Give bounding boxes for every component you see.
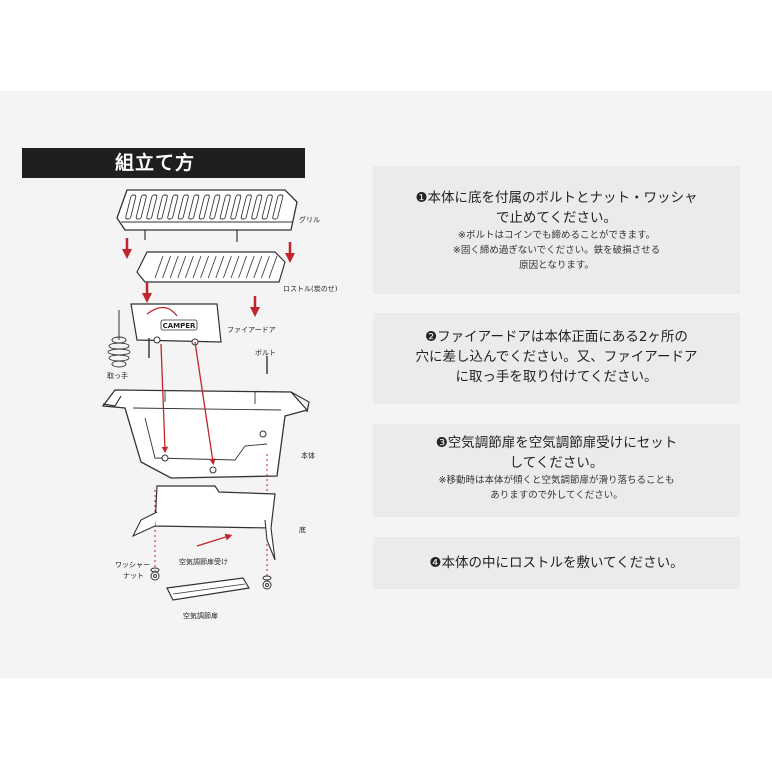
logo-text: CAMPER — [163, 322, 196, 330]
step-3-line-2: してください。 — [509, 455, 604, 471]
washer-label: ワッシャー — [115, 561, 150, 569]
fire-door-label: ファイアードア — [227, 326, 276, 334]
step-4-box: ❹本体の中にロストルを敷いてください。 — [373, 537, 740, 589]
step-3-box: ❸空気調節扉を空気調節扉受けにセット してください。 ※移動時は本体が傾くと空気… — [373, 424, 740, 517]
step-2-line-2: 穴に差し込んでください。又、ファイアードア — [415, 349, 698, 365]
step-1-line-1: ❶本体に底を付属のボルトとナット・ワッシャ — [415, 190, 698, 206]
handle-part — [107, 310, 131, 368]
section-title: 組立て方 — [22, 148, 305, 178]
step-2-line-3: に取っ手を取り付けてください。 — [455, 369, 658, 385]
damper-holder-label: 空気調節扉受け — [179, 557, 228, 566]
arrow-icon — [196, 533, 233, 547]
grill-part — [116, 189, 298, 242]
bottom-label: 底 — [299, 525, 306, 534]
step-1-note-1: ※ボルトはコインでも締めることができます。 — [457, 230, 655, 241]
assembly-diagram: グリル ロストル(炭のせ) CAMPER ファイアードア 取っ手 ボルト — [101, 189, 338, 620]
rostle-part — [136, 251, 286, 283]
step-3-line-1: ❸空気調節扉を空気調節扉受けにセット — [435, 435, 678, 451]
damper-part — [166, 577, 250, 601]
fire-door-part: CAMPER — [130, 303, 222, 346]
nut-label: ナット — [123, 572, 144, 580]
step-4-line-1: ❹本体の中にロストルを敷いてください。 — [429, 555, 684, 571]
arrow-icon — [194, 341, 216, 466]
step-3-note-2: ありますので外してください。 — [490, 490, 623, 501]
washer-nut-left — [150, 567, 160, 581]
handle-label: 取っ手 — [107, 371, 128, 380]
bolt-label: ボルト — [255, 349, 276, 357]
body-part — [101, 389, 310, 479]
step-1-line-2: で止めてください。 — [495, 210, 618, 226]
grill-label: グリル — [299, 215, 320, 224]
step-2-line-1: ❷ファイアードアは本体正面にある2ヶ所の — [425, 329, 688, 345]
step-3-note-1: ※移動時は本体が傾くと空気調節扉が滑り落ちることも — [438, 475, 675, 486]
bottom-part — [131, 485, 276, 561]
step-1-note-2: ※固く締め過ぎないでください。鉄を破損させる — [452, 245, 661, 256]
step-1-note-3: 原因となります。 — [519, 260, 594, 271]
rostle-label: ロストル(炭のせ) — [283, 285, 338, 293]
arrow-icon — [160, 343, 169, 454]
body-label: 本体 — [301, 451, 315, 460]
damper-label: 空気調節扉 — [183, 611, 218, 620]
washer-nut-right — [262, 575, 272, 590]
step-1-box: ❶本体に底を付属のボルトとナット・ワッシャ で止めてください。 ※ボルトはコイン… — [373, 166, 740, 294]
step-2-box: ❷ファイアードアは本体正面にある2ヶ所の 穴に差し込んでください。又、ファイアー… — [373, 313, 740, 404]
